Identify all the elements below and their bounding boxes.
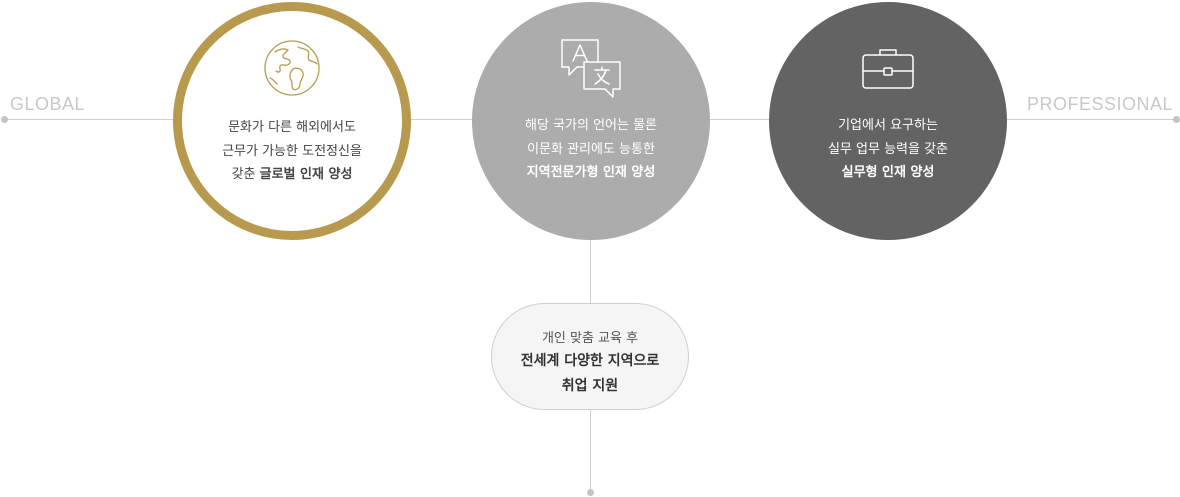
circle-line: 기업에서 요구하는 bbox=[838, 118, 938, 133]
pill-line-2: 전세계 다양한 지역으로 bbox=[520, 353, 660, 369]
pill-line-1: 개인 맞춤 교육 후 bbox=[541, 331, 639, 346]
practical-talent-circle: 기업에서 요구하는 실무 업무 능력을 갖춘 실무형 인재 양성 bbox=[769, 2, 1007, 240]
circle-line: 갖춘 글로벌 인재 양성 bbox=[182, 163, 402, 187]
employment-support-pill: 개인 맞춤 교육 후 전세계 다양한 지역으로 취업 지원 bbox=[491, 303, 689, 410]
professional-label: PROFESSIONAL bbox=[1027, 94, 1174, 114]
bottom-end-dot bbox=[587, 489, 594, 496]
translate-icon bbox=[560, 38, 622, 104]
global-circle-text: 문화가 다른 해외에서도 근무가 가능한 도전정신을 갖춘 글로벌 인재 양성 bbox=[182, 116, 402, 187]
left-end-dot bbox=[1, 116, 8, 123]
practical-circle-text: 기업에서 요구하는 실무 업무 능력을 갖춘 실무형 인재 양성 bbox=[769, 114, 1007, 185]
circle-line: 해당 국가의 언어는 물론 bbox=[525, 118, 657, 133]
circle-line: 실무형 인재 양성 bbox=[769, 161, 1007, 185]
circle-line-bold: 글로벌 인재 양성 bbox=[259, 167, 353, 182]
circle-line-prefix: 갖춘 bbox=[231, 167, 260, 182]
global-label: GLOBAL bbox=[10, 94, 86, 114]
pill-line-3: 취업 지원 bbox=[561, 378, 619, 394]
circle-line: 이문화 관리에도 능통한 bbox=[527, 141, 655, 157]
circle-line: 지역전문가형 인재 양성 bbox=[472, 161, 710, 185]
regional-circle-text: 해당 국가의 언어는 물론 이문화 관리에도 능통한 지역전문가형 인재 양성 bbox=[472, 114, 710, 185]
circle-line: 문화가 다른 해외에서도 bbox=[228, 120, 356, 135]
circle-line: 실무 업무 능력을 갖춘 bbox=[827, 141, 949, 157]
briefcase-icon bbox=[861, 47, 915, 95]
global-talent-circle: 문화가 다른 해외에서도 근무가 가능한 도전정신을 갖춘 글로벌 인재 양성 bbox=[173, 2, 411, 240]
regional-expert-circle: 해당 국가의 언어는 물론 이문화 관리에도 능통한 지역전문가형 인재 양성 bbox=[472, 2, 710, 240]
globe-icon bbox=[262, 38, 322, 102]
circle-line: 근무가 가능한 도전정신을 bbox=[222, 143, 362, 159]
circle-line-bold: 실무형 인재 양성 bbox=[841, 165, 935, 180]
right-end-dot bbox=[1173, 116, 1180, 123]
circle-line-bold: 지역전문가형 인재 양성 bbox=[526, 165, 656, 180]
